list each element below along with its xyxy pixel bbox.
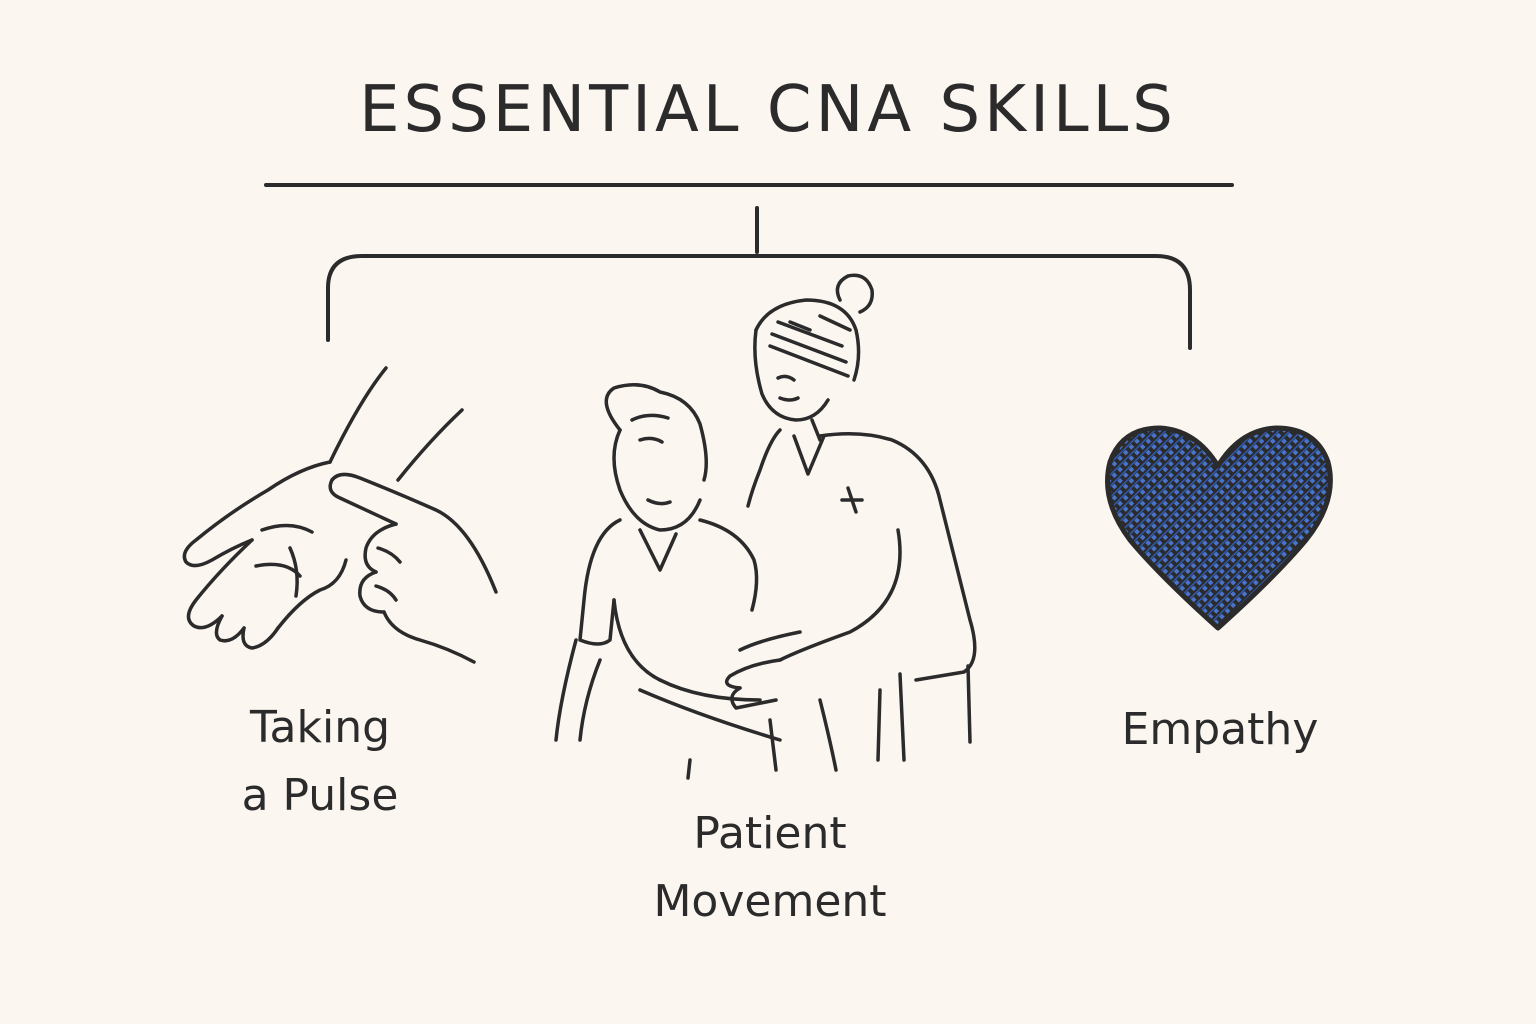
nurse-assisting-patient-icon — [554, 273, 977, 780]
skill-label-pulse-line2: a Pulse — [241, 770, 399, 821]
skill-label-empathy-line1: Empathy — [1121, 704, 1319, 755]
diagram-title: ESSENTIAL CNA SKILLS — [359, 73, 1177, 147]
skill-label-patient-movement: Patient Movement — [560, 800, 980, 936]
heart-icon — [1105, 425, 1333, 631]
skill-label-pulse: Taking a Pulse — [170, 694, 470, 830]
skill-label-empathy: Empathy — [1060, 696, 1380, 764]
skill-label-movement-line1: Patient — [693, 808, 847, 859]
heart-shape — [1105, 425, 1333, 631]
skill-label-pulse-line1: Taking — [249, 702, 391, 753]
connector-tree — [264, 183, 1234, 350]
connector-bracket — [326, 254, 1192, 350]
hand-pulse-icon — [182, 366, 498, 664]
skill-label-movement-line2: Movement — [653, 876, 887, 927]
